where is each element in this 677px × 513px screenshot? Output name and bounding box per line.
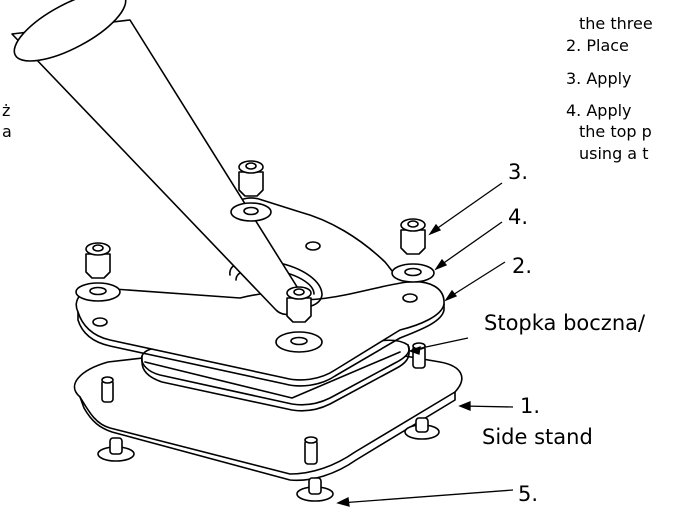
callout-stopka-label: Stopka boczna/ [484, 311, 646, 335]
callout-4: 4. [508, 205, 529, 229]
nut-washer-front [275, 286, 323, 353]
callout-2: 2. [512, 254, 533, 278]
nut-washer-back [230, 160, 272, 222]
leader-2 [447, 261, 506, 299]
instruction-line-4: 4. Apply [566, 101, 632, 120]
arrowhead-5 [336, 497, 350, 507]
callout-1: 1. [520, 394, 541, 418]
instruction-line-6: using a t [579, 144, 649, 163]
arrowhead-3 [428, 223, 442, 236]
instruction-line-5: the top p [579, 122, 652, 141]
nut-washer-right [391, 218, 435, 283]
callout-5: 5. [518, 482, 539, 506]
callout-side-stand-label: Side stand [482, 425, 593, 449]
leader-3 [431, 182, 503, 233]
arrowhead-2 [444, 289, 458, 302]
left-text-line-1: ż [2, 101, 11, 120]
leader-5 [339, 489, 514, 504]
leader-pad [411, 337, 469, 351]
instruction-line-3: 3. Apply [566, 69, 632, 88]
instruction-line-2: 2. Place [566, 36, 629, 55]
angled-tube [11, 0, 305, 316]
leader-lines [336, 182, 514, 507]
callout-3: 3. [508, 160, 529, 184]
arrowhead-4 [434, 258, 448, 271]
leveling-feet [97, 417, 440, 502]
arrowhead-1 [458, 401, 471, 411]
instruction-line-1: the three [579, 14, 653, 33]
leader-4 [437, 221, 503, 268]
left-text-line-2: a [2, 122, 12, 141]
arrowhead-pad [408, 345, 421, 355]
nut-washer-left [75, 242, 121, 302]
